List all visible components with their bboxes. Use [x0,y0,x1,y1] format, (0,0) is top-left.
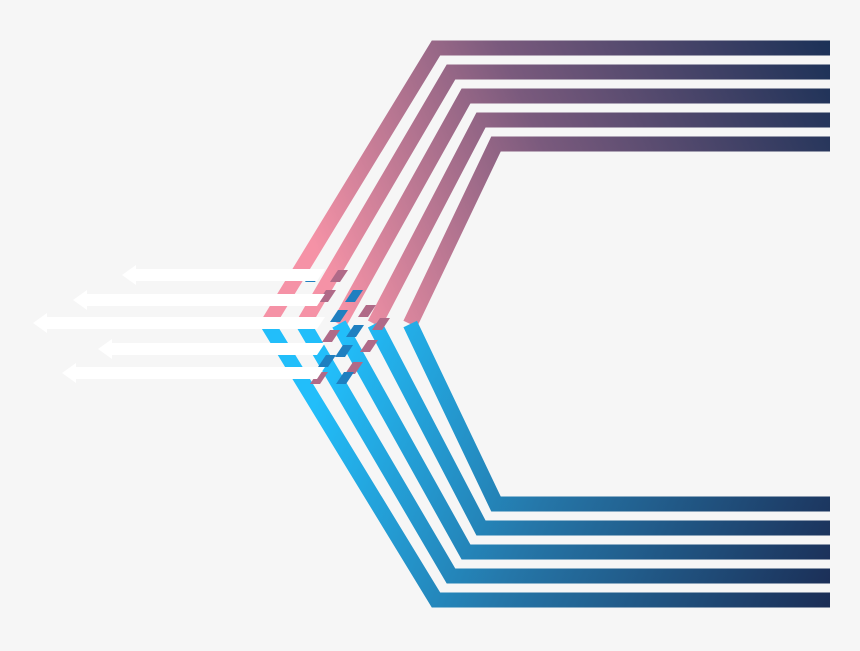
bottom-band [403,320,830,512]
bottom-band [367,320,830,536]
arrow-left-icon [73,290,325,310]
weave-tile [318,355,336,367]
arrow-left-icon [33,313,325,333]
weave-tile [345,290,363,302]
bottom-band [296,320,830,584]
bottom-bands [261,320,830,608]
weave-tile [358,305,376,317]
top-band [367,112,830,328]
woven-crossing [305,270,390,384]
weave-tile [336,372,354,384]
weave-tile [310,372,328,384]
weave-tile [372,318,390,330]
weave-tile [335,345,353,357]
arrow-left-icon [98,339,325,359]
top-bands [261,40,830,328]
arrow-left-icon [122,265,325,285]
arrows-group [33,265,325,383]
weave-tile [330,270,348,282]
bottom-band [261,320,830,608]
bottom-band [332,320,830,560]
weave-tile [345,362,363,374]
weave-tile [346,325,364,337]
weave-tile [322,330,340,342]
top-band [261,40,830,328]
weave-tile [318,290,336,302]
top-band [403,136,830,328]
arrow-left-icon [62,363,325,383]
top-band [332,88,830,328]
weave-tile [360,340,378,352]
top-band [296,64,830,328]
weave-tile [330,310,348,322]
